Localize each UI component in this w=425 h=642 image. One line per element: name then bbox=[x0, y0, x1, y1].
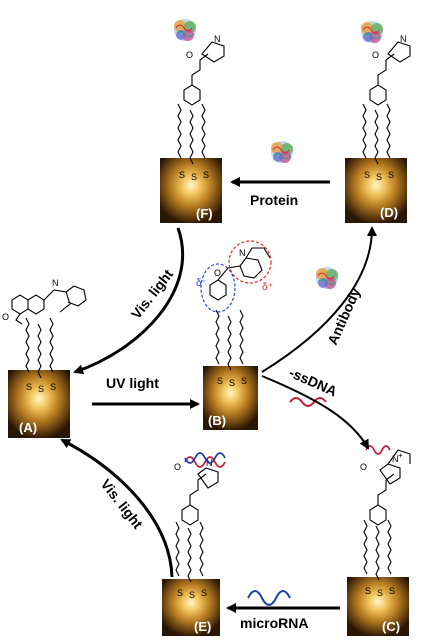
merocyanine-F: O N bbox=[173, 18, 225, 106]
nitrogen-C: N bbox=[392, 454, 399, 464]
oxygen-D: O bbox=[372, 50, 379, 60]
oxygen-F: O bbox=[186, 50, 193, 60]
chains-E: S S S bbox=[175, 521, 207, 600]
sulfur-A3: S bbox=[50, 382, 56, 392]
merocyanine-E: O N bbox=[174, 452, 226, 526]
oxygen-A: O bbox=[2, 312, 9, 322]
oxygen-E: O bbox=[174, 462, 181, 472]
microrna-duplex-red bbox=[184, 456, 226, 468]
sulfur-D2: S bbox=[376, 172, 382, 182]
arrow-uv-light: UV light bbox=[92, 375, 200, 409]
nitrogen-D: N bbox=[400, 34, 407, 44]
panel-B: (B) bbox=[203, 366, 258, 430]
arrow-antibody: Antibody bbox=[261, 226, 377, 373]
free-antibody-icon bbox=[315, 266, 339, 290]
spiropyran-A: O N bbox=[2, 278, 87, 325]
sulfur-E3: S bbox=[201, 588, 207, 598]
merocyanine-B: O N δ⁻ δ⁺ bbox=[196, 240, 273, 313]
panel-A-label: (A) bbox=[19, 420, 37, 435]
free-protein-icon bbox=[270, 140, 294, 164]
panel-A: (A) bbox=[8, 370, 70, 438]
sulfur-E2: S bbox=[189, 590, 195, 600]
arrow-protein: Protein bbox=[230, 177, 330, 208]
chains-A: S S S bbox=[25, 317, 56, 394]
panel-C: (C) bbox=[347, 577, 409, 636]
panel-E-label: (E) bbox=[194, 619, 211, 634]
panel-C-label: (C) bbox=[382, 619, 400, 634]
oxygen-C: O bbox=[360, 462, 367, 472]
delta-plus-label: δ⁺ bbox=[262, 282, 273, 293]
ssdna-label: -ssDNA bbox=[287, 364, 340, 399]
oxygen-B: O bbox=[214, 268, 221, 278]
plus-charge-C: + bbox=[398, 451, 403, 460]
sulfur-E1: S bbox=[177, 588, 183, 598]
panel-E: (E) bbox=[162, 579, 220, 636]
sulfur-F2: S bbox=[191, 172, 197, 182]
nitrogen-F: N bbox=[214, 34, 221, 44]
panel-F: (F) bbox=[160, 158, 222, 223]
arrow-ssdna: -ssDNA bbox=[261, 364, 369, 450]
sulfur-F3: S bbox=[203, 170, 209, 180]
nitrogen-B: N bbox=[239, 248, 246, 258]
sulfur-F1: S bbox=[179, 170, 185, 180]
dashed-circle-blue bbox=[200, 263, 236, 313]
panel-D-label: (D) bbox=[380, 205, 398, 220]
merocyanine-C: O N + bbox=[360, 445, 411, 526]
arrow-microrna: microRNA bbox=[226, 603, 340, 631]
panel-D: (D) bbox=[345, 158, 407, 223]
sulfur-A2: S bbox=[38, 384, 44, 394]
microrna-label: microRNA bbox=[240, 615, 308, 631]
sulfur-C2: S bbox=[377, 588, 383, 598]
uv-light-label: UV light bbox=[106, 375, 159, 391]
arrow-vis-light-bottom: Vis. light bbox=[60, 438, 174, 578]
protein-label: Protein bbox=[250, 192, 298, 208]
merocyanine-D: O N bbox=[360, 20, 411, 106]
panel-F-label: (F) bbox=[196, 206, 213, 221]
chains-C: S S S bbox=[363, 519, 395, 598]
vis-light-top-label: Vis. light bbox=[128, 266, 177, 322]
sulfur-B1: S bbox=[217, 376, 223, 386]
free-ssdna-strand bbox=[289, 397, 327, 407]
panel-B-label: (B) bbox=[208, 413, 226, 428]
sulfur-D3: S bbox=[388, 170, 394, 180]
ssdna-strand-C bbox=[365, 445, 391, 455]
chains-F: S S S bbox=[177, 103, 209, 182]
chains-B: S S S bbox=[215, 309, 247, 388]
nitrogen-A: N bbox=[52, 278, 59, 288]
free-microrna-strand bbox=[247, 590, 291, 606]
sulfur-B3: S bbox=[241, 376, 247, 386]
dashed-circle-red bbox=[228, 240, 272, 284]
sulfur-C3: S bbox=[389, 586, 395, 596]
sulfur-A1: S bbox=[26, 382, 32, 392]
arrow-vis-light-top: Vis. light bbox=[73, 227, 185, 375]
delta-minus-label: δ⁻ bbox=[196, 278, 207, 289]
antibody-label: Antibody bbox=[324, 285, 363, 347]
microrna-duplex-blue bbox=[184, 452, 226, 464]
sulfur-B2: S bbox=[229, 378, 235, 388]
protein-F bbox=[173, 18, 197, 42]
sulfur-C1: S bbox=[365, 586, 371, 596]
chains-D: S S S bbox=[362, 103, 394, 182]
vis-light-bottom-label: Vis. light bbox=[98, 476, 147, 532]
sulfur-D1: S bbox=[364, 170, 370, 180]
protein-D bbox=[360, 20, 384, 44]
